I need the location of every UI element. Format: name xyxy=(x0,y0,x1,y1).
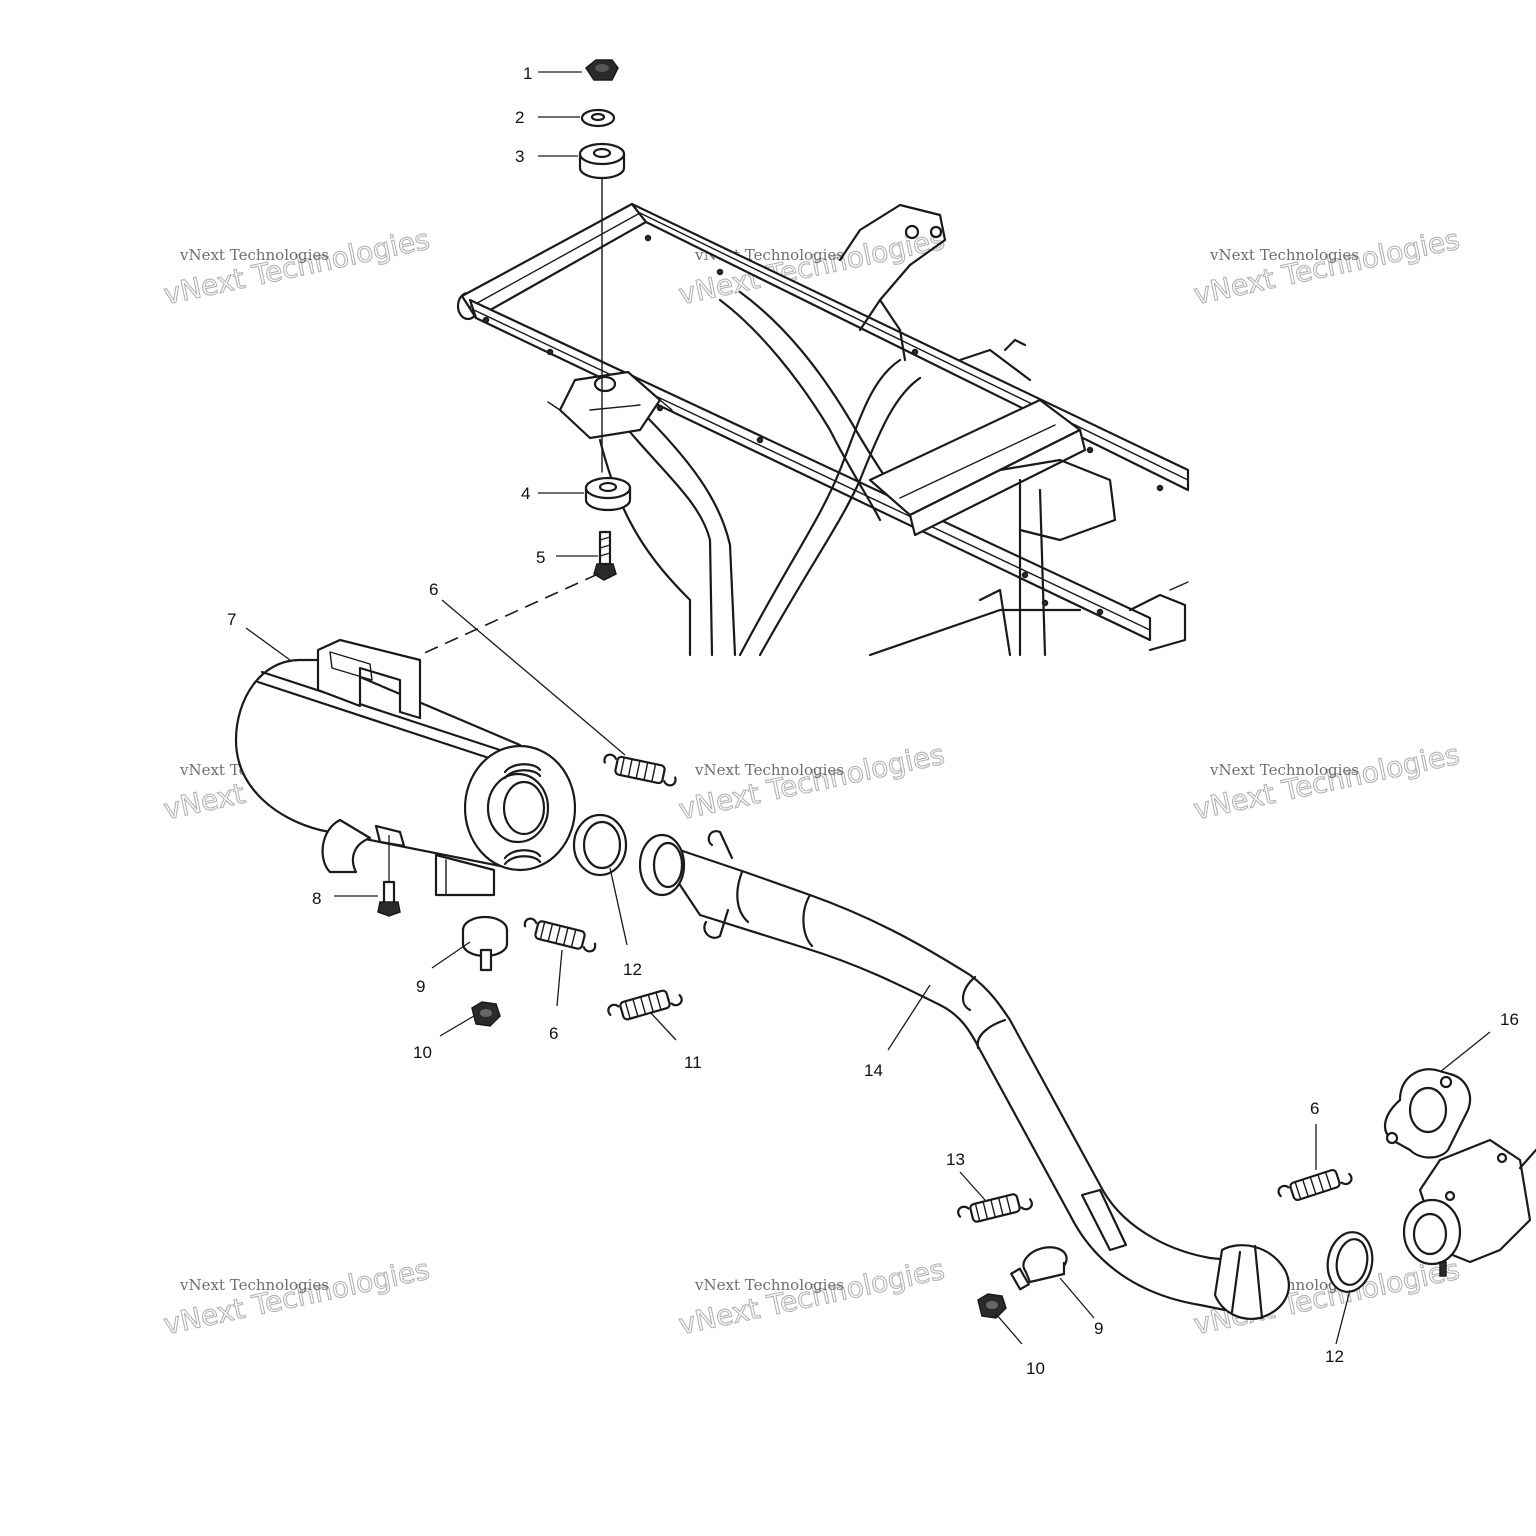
callout-6-right: 6 xyxy=(1310,1099,1319,1118)
watermark-small-text: vNext Technologies xyxy=(694,1276,844,1294)
watermark: vNext Technologies vNext Technologies xyxy=(1190,222,1463,312)
watermark-small-text: vNext Technologies xyxy=(179,246,329,264)
callout-9-right: 9 xyxy=(1094,1319,1103,1338)
flange-nut-right xyxy=(977,1293,1007,1319)
watermark: vNext Technologies vNext Technologies xyxy=(160,222,433,312)
spring-13 xyxy=(957,1193,1033,1223)
callout-1: 1 xyxy=(523,64,532,83)
frame-rivets xyxy=(482,234,1164,616)
callout-12-right: 12 xyxy=(1325,1347,1344,1366)
rubber-grommet-top xyxy=(578,142,626,180)
rubber-mount-left xyxy=(461,915,509,972)
callout-9-left: 9 xyxy=(416,977,425,996)
watermark-small-text: vNext Technologies xyxy=(694,761,844,779)
rubber-grommet-bottom xyxy=(584,476,632,512)
callout-6-middle: 6 xyxy=(549,1024,558,1043)
hex-nut xyxy=(584,59,619,81)
watermark-small-text: vNext Technologies xyxy=(1209,246,1359,264)
watermark-small-text: vNext Technologies xyxy=(1209,761,1359,779)
exhaust-pipe xyxy=(638,830,1290,1320)
spring-right xyxy=(1277,1168,1353,1202)
spring-upper xyxy=(603,753,677,787)
callout-2: 2 xyxy=(515,108,524,127)
watermark-large-text: vNext Technologies xyxy=(161,223,433,312)
exhaust-seal-left xyxy=(572,813,628,877)
callout-7: 7 xyxy=(227,610,236,629)
watermark: vNext Technologies vNext Technologies xyxy=(160,1252,433,1342)
leader-lines xyxy=(245,71,1491,1345)
watermark: vNext Technologies vNext Technologies xyxy=(675,1252,948,1342)
exhaust-gasket xyxy=(1383,1068,1472,1159)
callout-3: 3 xyxy=(515,147,524,166)
watermark-small-text: vNext Technologies xyxy=(179,1276,329,1294)
mount-hardware-stack xyxy=(419,59,632,656)
watermark-large-text: vNext Technologies xyxy=(1191,738,1463,827)
callout-6-upper: 6 xyxy=(429,580,438,599)
assembly-dashed-line xyxy=(419,573,599,656)
callout-4: 4 xyxy=(521,484,530,503)
callout-10-left: 10 xyxy=(413,1043,432,1062)
callout-8: 8 xyxy=(312,889,321,908)
callout-14: 14 xyxy=(864,1061,883,1080)
spring-lower xyxy=(607,989,683,1021)
frame-rail-lower xyxy=(468,298,1152,642)
exhaust-elbow xyxy=(1402,1138,1536,1277)
spring-middle xyxy=(523,917,597,953)
watermark-large-text: vNext Technologies xyxy=(676,1253,948,1342)
mounting-bolt xyxy=(593,530,617,581)
flat-washer xyxy=(580,108,616,128)
flange-nut-left xyxy=(471,1001,501,1027)
callout-labels: 1 2 3 4 5 6 7 6 8 9 12 6 11 10 14 16 6 1… xyxy=(227,64,1519,1378)
callout-10-right: 10 xyxy=(1026,1359,1045,1378)
muffler-screw xyxy=(377,880,401,917)
vehicle-frame xyxy=(456,202,1190,657)
callout-5: 5 xyxy=(536,548,545,567)
watermark-large-text: vNext Technologies xyxy=(161,1253,433,1342)
watermark-large-text: vNext Technologies xyxy=(1191,223,1463,312)
watermark-large-text: vNext Technologies xyxy=(676,738,948,827)
muffler xyxy=(234,638,577,897)
rubber-mount-right xyxy=(1010,1246,1068,1291)
watermark: vNext Technologies vNext Technologies xyxy=(675,737,948,827)
callout-13: 13 xyxy=(946,1150,965,1169)
callout-16: 16 xyxy=(1500,1010,1519,1029)
exhaust-seal-right xyxy=(1326,1231,1374,1293)
callout-11: 11 xyxy=(684,1053,702,1072)
callout-12-left: 12 xyxy=(623,960,642,979)
watermark: vNext Technologies vNext Technologies xyxy=(1190,737,1463,827)
